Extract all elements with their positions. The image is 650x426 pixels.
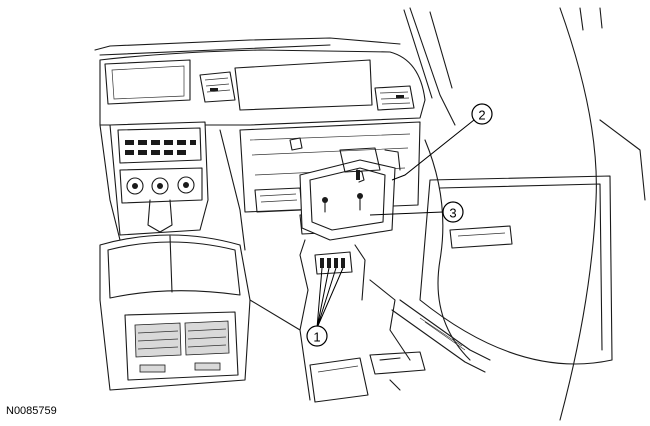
callout-2-label: 2 [478,108,485,123]
module-bracket [299,147,401,241]
callout-3: 3 [369,201,464,223]
callout-1-label: 1 [313,330,320,345]
callout-3-label: 3 [449,206,456,221]
center-console [99,234,251,391]
instrument-panel [99,49,426,241]
callout-2: 2 [391,103,493,181]
figure-id: N0085759 [6,405,57,417]
vehicle-body-outline [94,7,646,421]
callout-1: 1 [306,267,344,347]
floor-details [249,299,426,403]
connector-block [299,239,366,331]
center-stack [109,121,209,236]
